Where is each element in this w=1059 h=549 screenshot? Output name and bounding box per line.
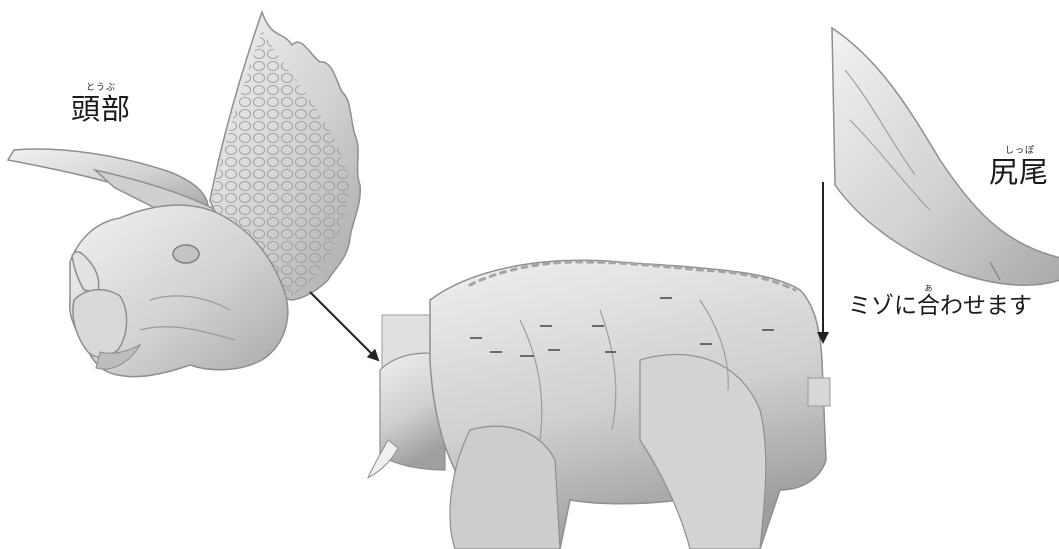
head-to-body-arrow [310,292,378,360]
body-tail-socket [808,378,830,406]
body-front-leg [450,426,560,549]
head-beak [73,290,127,357]
groove-instruction: ミゾにあ合わせます [848,284,1032,319]
tail-label: しっぽ 尻尾 [989,146,1059,188]
groove-instruction-pre: ミゾに [848,293,917,319]
head-part [8,12,360,377]
groove-instruction-ruby: あ [917,284,940,293]
head-eye [173,245,199,263]
groove-instruction-post: わせます [940,293,1032,319]
tail-label-text: 尻尾 [989,156,1059,188]
groove-instruction-ruby-group: あ合 [917,284,940,319]
head-label: とうぶ 頭部 [56,83,146,125]
body-part [368,260,830,549]
groove-instruction-ruby-base: 合 [917,293,940,319]
head-label-text: 頭部 [56,93,146,125]
